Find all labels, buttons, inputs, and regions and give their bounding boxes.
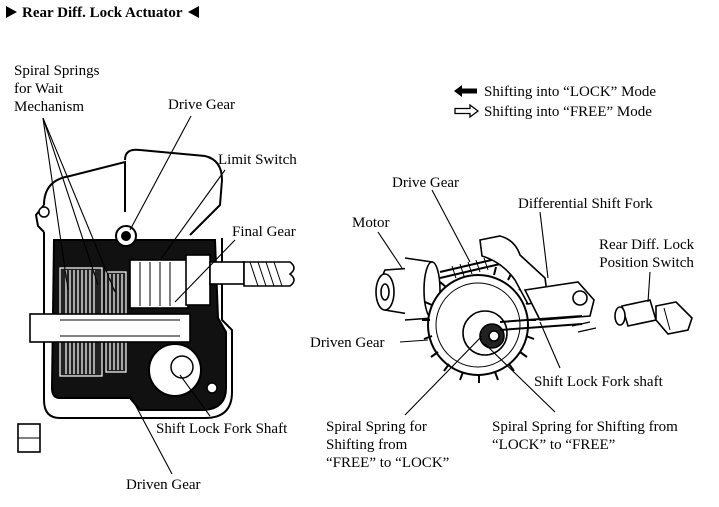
label-final-gear: Final Gear [232,224,296,240]
left-leader-lines [42,115,236,475]
label-limit-switch: Limit Switch [218,152,297,168]
actuator-exploded-view [375,235,693,383]
label-driven-gear-right: Driven Gear [310,335,385,351]
legend-lock: Shifting into “LOCK” Mode [453,83,656,101]
legend-free: Shifting into “FREE” Mode [453,103,652,121]
label-shift-lock-fork-shaft-right: Shift Lock Fork shaft [534,374,663,390]
legend-lock-label: Shifting into “LOCK” Mode [484,84,657,100]
legend-free-label: Shifting into “FREE” Mode [484,104,652,120]
hollow-arrow-right-icon [454,103,480,119]
label-position-switch: Rear Diff. Lock Position Switch [599,237,695,271]
right-leader-lines [377,189,651,416]
label-drive-gear-right: Drive Gear [392,175,460,191]
triangle-right-icon [6,6,17,18]
filled-arrow-left-icon [454,85,477,97]
triangle-left-icon [187,6,199,18]
label-driven-gear-left: Driven Gear [126,477,201,493]
diagram-title: Rear Diff. Lock Actuator [6,5,199,22]
title-text: Rear Diff. Lock Actuator [22,5,183,21]
label-shift-lock-fork-shaft-left: Shift Lock Fork Shaft [156,421,288,437]
label-spring-lock-to-free: Spiral Spring for Shifting from “LOCK” t… [492,419,678,453]
label-motor: Motor [352,215,390,231]
label-spring-free-to-lock: Spiral Spring for Shifting from “FREE” t… [326,419,450,471]
label-spiral-springs: Spiral Springs for Wait Mechanism [14,63,100,115]
actuator-cross-section [17,148,295,453]
label-drive-gear-left: Drive Gear [168,97,236,113]
label-differential-shift-fork: Differential Shift Fork [518,196,653,212]
